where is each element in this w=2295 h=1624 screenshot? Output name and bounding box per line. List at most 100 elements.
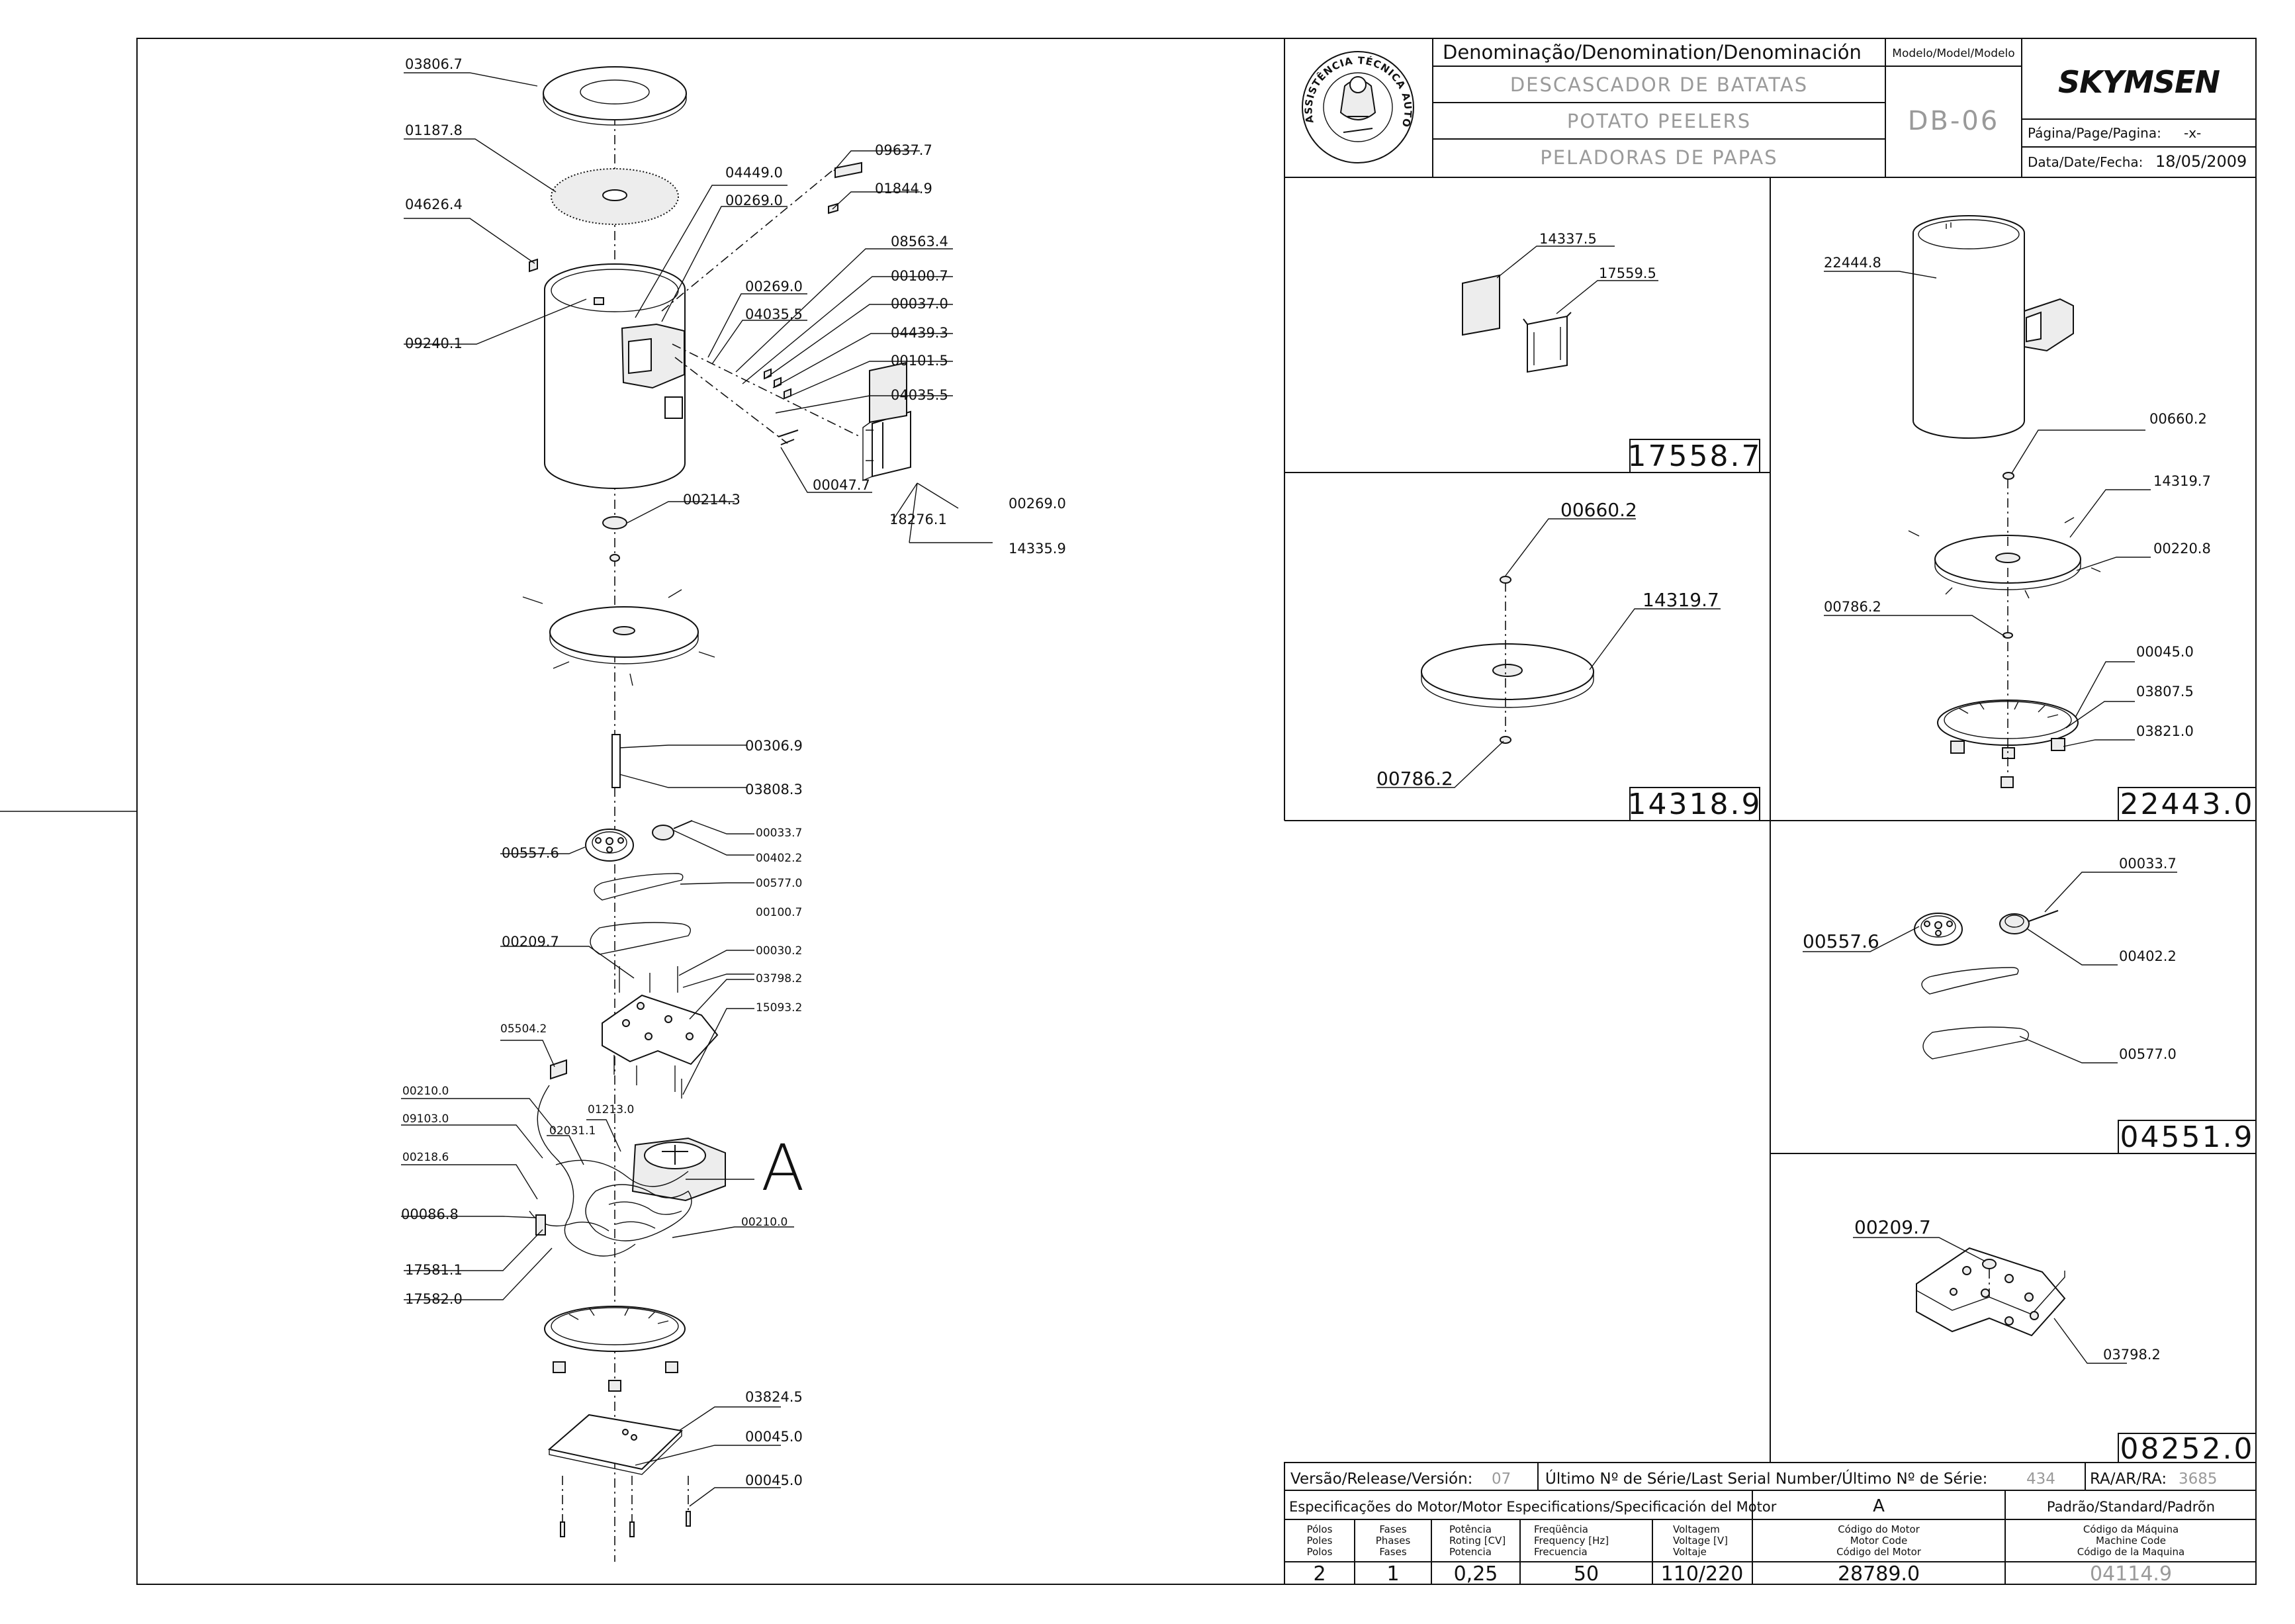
label-15093-2: 15093.2 [756,1001,802,1015]
label-03808-3: 03808.3 [745,782,803,797]
col-freq-3: Frecuencia [1534,1546,1588,1558]
label-04449-0: 04449.0 [725,165,783,181]
product-name-es: PELADORAS DE PAPAS [1540,146,1778,169]
label-00269-0-c: 00269.0 [1009,496,1066,512]
label-03798-2: 03798.2 [756,972,802,985]
col-phases-3: Fases [1379,1546,1406,1558]
label-00101-5: 00101.5 [891,353,948,369]
label-03824-5: 03824.5 [745,1389,803,1405]
label-00577-0-b: 00577.0 [2119,1046,2177,1062]
col-volt-2: Voltage [V] [1673,1535,1728,1547]
label-00086-8: 00086.8 [401,1206,459,1222]
label-00210-0-a: 00210.0 [402,1085,449,1098]
voltage-value: 110/220 [1661,1562,1744,1586]
label-00269-0-a: 00269.0 [725,193,783,208]
col-power-1: Potência [1449,1523,1492,1535]
detail-code-17558-7: 17558.7 [1628,439,1762,473]
label-00030-2: 00030.2 [756,944,802,958]
label-00577-0: 00577.0 [756,877,802,890]
denomination-label: Denominação/Denomination/Denominación [1443,41,1862,64]
phases-value: 1 [1386,1562,1399,1586]
serial-label: Último Nº de Série/Last Serial Number/Úl… [1545,1469,1987,1488]
label-00045-0-b: 00045.0 [2136,644,2194,660]
authorized-service-seal: ASSISTÊNCIA TÉCNICA AUTORIZADA [0,0,1414,163]
label-00557-6: 00557.6 [502,845,559,861]
label-00220-8: 00220.8 [2153,541,2211,557]
label-00214-3: 00214.3 [683,492,741,508]
label-00045-0-c: 00045.0 [745,1472,803,1488]
motor-reference-letter: A [761,1131,805,1205]
label-00209-7: 00209.7 [502,934,559,950]
col-phases-1: Fases [1379,1523,1406,1535]
model-value: DB-06 [1908,106,2000,136]
col-power-3: Potencia [1449,1546,1492,1558]
col-motor-code-2: Motor Code [1850,1535,1908,1547]
ra-label: RA/AR/RA: [2090,1470,2167,1488]
label-00033-7-b: 00033.7 [2119,856,2177,872]
label-04626-4: 04626.4 [405,197,463,212]
model-label: Modelo/Model/Modelo [1892,47,2014,60]
poles-value: 2 [1313,1562,1326,1586]
label-04035-5-b: 04035.5 [891,387,948,403]
label-00047-7: 00047.7 [813,477,870,493]
footer-table: Versão/Release/Versión: 07 Último Nº de … [1284,1462,2257,1586]
col-phases-2: Phases [1376,1535,1411,1547]
brand-logo: SKYMSEN [2058,64,2220,100]
label-14319-7: 14319.7 [1642,589,1719,611]
label-09103-0: 09103.0 [402,1112,449,1126]
label-04439-3: 04439.3 [891,325,948,341]
title-block: ASSISTÊNCIA TÉCNICA AUTORIZADA Denominaç… [0,0,2257,178]
col-poles-2: Poles [1307,1535,1333,1547]
page-value: -x- [2184,125,2201,141]
label-00033-7: 00033.7 [756,827,802,840]
svg-text:SKYMSEN: SKYMSEN [2058,64,2220,100]
label-00269-0-b: 00269.0 [745,279,803,294]
page-label: Página/Page/Pagina: [2028,125,2161,141]
col-machine-code-1: Código da Máquina [2083,1523,2179,1535]
label-00100-7-a: 00100.7 [891,268,948,284]
machine-code-value: 04114.9 [2090,1562,2172,1586]
label-14335-9: 14335.9 [1009,541,1066,557]
col-freq-1: Freqüência [1534,1523,1588,1535]
label-00100-7-b: 00100.7 [756,906,802,919]
power-value: 0,25 [1454,1562,1498,1586]
detail-08252-0: 00209.7 03798.2 08252.0 [1853,1216,2257,1466]
label-00218-6: 00218.6 [402,1151,449,1164]
frequency-value: 50 [1574,1562,1599,1586]
label-00660-2-b: 00660.2 [2149,411,2207,427]
motor-code-value: 28789.0 [1838,1562,1920,1586]
label-17581-1: 17581.1 [405,1262,463,1278]
label-00557-6-b: 00557.6 [1803,930,1879,952]
label-00306-9: 00306.9 [745,738,803,754]
label-01187-8: 01187.8 [405,122,463,138]
product-name-pt: DESCASCADOR DE BATATAS [1510,73,1808,96]
label-00037-0: 00037.0 [891,296,948,312]
col-machine-code-2: Machine Code [2096,1535,2166,1547]
label-14337-5: 14337.5 [1539,231,1597,247]
label-00786-2-b: 00786.2 [1824,599,1881,615]
product-name-en: POTATO PEELERS [1567,110,1751,132]
main-exploded-view: 03806.7 01187.8 04626.4 09240.1 04449.0 … [401,56,1066,1562]
date-value: 18/05/2009 [2155,152,2247,171]
label-03798-2-b: 03798.2 [2103,1347,2161,1363]
col-volt-3: Voltaje [1673,1546,1707,1558]
detail-code-08252-0: 08252.0 [2120,1432,2255,1466]
detail-code-04551-9: 04551.9 [2120,1120,2255,1154]
label-09637-7: 09637.7 [875,142,932,158]
label-18276-1: 18276.1 [889,512,947,527]
label-17559-5: 17559.5 [1599,265,1656,281]
motor-letter: A [1873,1496,1885,1516]
label-03807-5: 03807.5 [2136,684,2194,699]
svg-text:ASSISTÊNCIA TÉCNICA AUTORIZADA: ASSISTÊNCIA TÉCNICA AUTORIZADA [0,0,1414,129]
label-00210-0-b: 00210.0 [741,1216,788,1229]
label-00209-7-b: 00209.7 [1854,1216,1931,1238]
detail-code-22443-0: 22443.0 [2120,788,2255,821]
col-poles-3: Polos [1307,1546,1333,1558]
label-01844-9: 01844.9 [875,181,932,197]
col-volt-1: Voltagem [1673,1523,1720,1535]
label-01213-0: 01213.0 [588,1103,634,1116]
label-03806-7: 03806.7 [405,56,463,72]
label-09240-1: 09240.1 [405,336,463,351]
release-value: 07 [1492,1470,1511,1488]
